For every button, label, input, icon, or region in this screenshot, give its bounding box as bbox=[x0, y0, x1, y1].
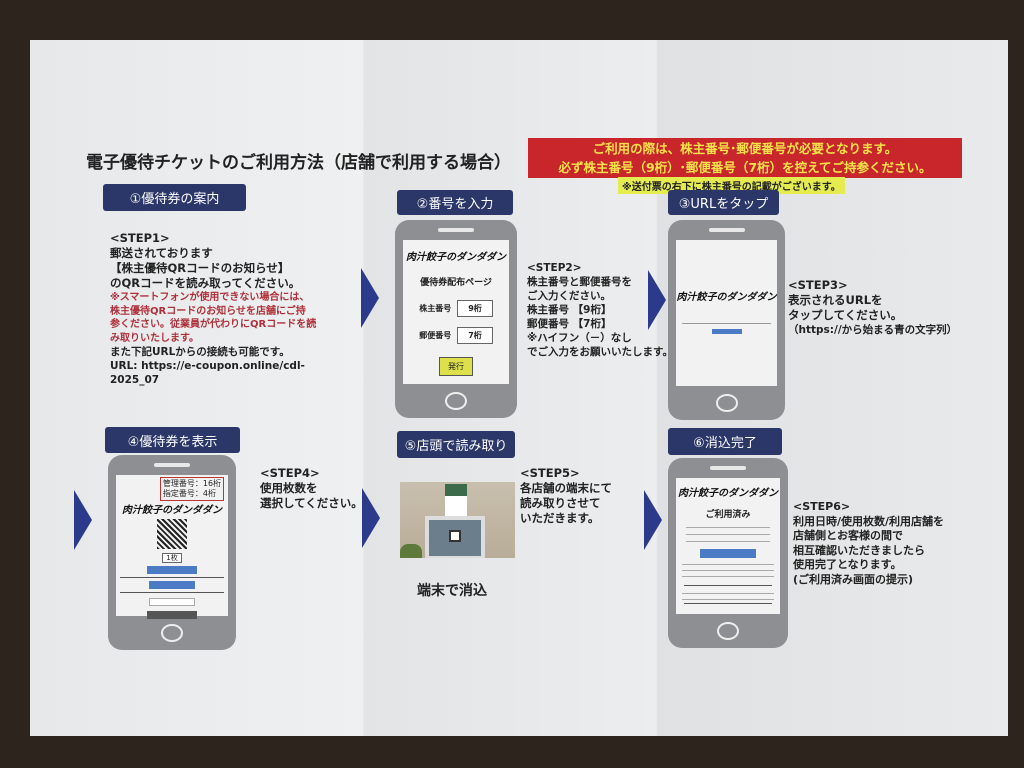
phone-illustration: 肉汁餃子のダンダダン ご利用済み bbox=[668, 458, 788, 648]
warning-line: 参ください。従業員が代わりにQRコードを読 bbox=[110, 319, 317, 330]
step2-header: ②番号を入力 bbox=[397, 190, 513, 215]
arrow-right-icon bbox=[362, 488, 380, 548]
notice-box: ご利用の際は、株主番号･郵便番号が必要となります。 必ず株主番号（9桁）･郵便番… bbox=[528, 138, 962, 178]
notice-line-1: ご利用の際は、株主番号･郵便番号が必要となります。 bbox=[592, 141, 898, 156]
text-line: タップしてください。 bbox=[788, 308, 903, 322]
step1-text: <STEP1> 郵送されております 【株主優待QRコードのお知らせ】 のQRコー… bbox=[110, 231, 316, 387]
text-line: 読み取りさせて bbox=[520, 496, 601, 510]
text-line: 店舗側とお客様の間で bbox=[793, 529, 903, 542]
warning-line: ※スマートフォンが使用できない場合には、 bbox=[110, 292, 310, 303]
step5-text: <STEP5> 各店舗の端末にて 読み取りさせて いただきます。 bbox=[520, 466, 612, 526]
warning-line: み取りいたします。 bbox=[110, 332, 199, 344]
text-line: 【株主優待QRコードのお知らせ】 bbox=[110, 261, 290, 275]
step3-header: ③URLをタップ bbox=[668, 190, 779, 215]
page-title: 電子優待チケットのご利用方法（店舗で利用する場合） bbox=[86, 153, 511, 173]
step4-text: <STEP4> 使用枚数を 選択してください。 bbox=[260, 466, 363, 511]
arrow-right-icon bbox=[644, 490, 662, 550]
step6-header: ⑥消込完了 bbox=[668, 428, 782, 455]
step3-label: <STEP3> bbox=[788, 278, 848, 292]
logo: 肉汁餃子のダンダダン bbox=[676, 292, 777, 303]
logo: 肉汁餃子のダンダダン bbox=[122, 505, 222, 516]
step2-text: <STEP2> 株主番号と郵便番号を ご入力ください。 株主番号 【9桁】 郵便… bbox=[527, 261, 673, 359]
text-line: 株主番号 【9桁】 bbox=[527, 304, 612, 316]
url-text: 2025_07 bbox=[110, 374, 160, 386]
text-line: 郵送されております bbox=[110, 246, 213, 260]
step5-header: ⑤店頭で読み取り bbox=[397, 431, 515, 458]
text-line: 相互確認いただきましたら bbox=[793, 543, 925, 557]
step4-label: <STEP4> bbox=[260, 466, 320, 480]
issue-button: 発行 bbox=[439, 357, 473, 376]
url-text: URL: https://e-coupon.online/cdl- bbox=[110, 360, 305, 372]
text-line: 使用完了となります。 bbox=[793, 558, 902, 571]
text-line: 郵便番号 【7桁】 bbox=[527, 318, 612, 330]
logo: 肉汁餃子のダンダダン bbox=[678, 488, 778, 499]
logo: 肉汁餃子のダンダダン bbox=[406, 252, 506, 263]
quantity-select: 1枚 bbox=[162, 553, 182, 563]
text-line: 株主番号と郵便番号を bbox=[527, 276, 632, 288]
postal-code-field: 7桁 bbox=[457, 327, 493, 344]
warning-line: 株主優待QRコードのお知らせを店舗にご持 bbox=[110, 305, 306, 317]
phone-illustration: 肉汁餃子のダンダダン bbox=[668, 220, 785, 420]
text-line: （https://から始まる青の文字列） bbox=[788, 324, 958, 336]
shareholder-number-field: 9桁 bbox=[457, 300, 493, 317]
screen-title: 優待券配布ページ bbox=[420, 278, 492, 288]
screen-title: ご利用済み bbox=[705, 510, 751, 520]
notice-note: ※送付票の右下に株主番号の記載がございます。 bbox=[618, 177, 845, 194]
text-line: 利用日時/使用枚数/利用店舗を bbox=[793, 514, 945, 528]
text-line: (ご利用済み画面の提示) bbox=[793, 572, 914, 586]
notice-line-2: 必ず株主番号（9桁）･郵便番号（7桁）を控えてご持参ください。 bbox=[558, 160, 932, 175]
text-line: 表示されるURLを bbox=[788, 293, 883, 307]
arrow-right-icon bbox=[74, 490, 92, 550]
field-label: 郵便番号 bbox=[419, 331, 452, 340]
designated-number: 指定番号：4桁 bbox=[162, 489, 216, 498]
text-line: 各店舗の端末にて bbox=[520, 481, 612, 495]
qr-code-icon bbox=[157, 519, 187, 549]
step1-label: <STEP1> bbox=[110, 231, 170, 245]
phone-illustration: 管理番号：16桁 指定番号：4桁 肉汁餃子のダンダダン 1枚 bbox=[108, 455, 236, 650]
text-line: 使用枚数を bbox=[260, 481, 318, 495]
text-line: でご入力をお願いいたします。 bbox=[527, 346, 673, 358]
text-line: のQRコードを読み取ってください。 bbox=[110, 276, 301, 290]
step4-header: ④優待券を表示 bbox=[105, 427, 240, 453]
field-label: 株主番号 bbox=[419, 304, 452, 313]
step2-label: <STEP2> bbox=[527, 262, 582, 274]
step1-header: ①優待券の案内 bbox=[103, 184, 246, 211]
phone-illustration: 肉汁餃子のダンダダン 優待券配布ページ 株主番号 9桁 郵便番号 7桁 発行 bbox=[395, 220, 517, 418]
store-scanning-photo bbox=[400, 482, 515, 558]
management-number: 管理番号：16桁 bbox=[162, 479, 222, 488]
step5-label: <STEP5> bbox=[520, 466, 580, 480]
step6-text: <STEP6> 利用日時/使用枚数/利用店舗を 店舗側とお客様の間で 相互確認い… bbox=[793, 500, 944, 587]
step5-caption: 端末で消込 bbox=[417, 583, 487, 599]
text-line: ご入力ください。 bbox=[527, 290, 611, 302]
arrow-right-icon bbox=[648, 270, 666, 330]
step3-text: <STEP3> 表示されるURLを タップしてください。 （https://から… bbox=[788, 278, 957, 338]
step6-label: <STEP6> bbox=[793, 500, 851, 513]
arrow-right-icon bbox=[361, 268, 379, 328]
text-line: また下記URLからの接続も可能です。 bbox=[110, 346, 290, 358]
text-line: ※ハイフン（－）なし bbox=[527, 332, 632, 344]
text-line: 選択してください。 bbox=[260, 496, 363, 510]
text-line: いただきます。 bbox=[520, 511, 600, 525]
